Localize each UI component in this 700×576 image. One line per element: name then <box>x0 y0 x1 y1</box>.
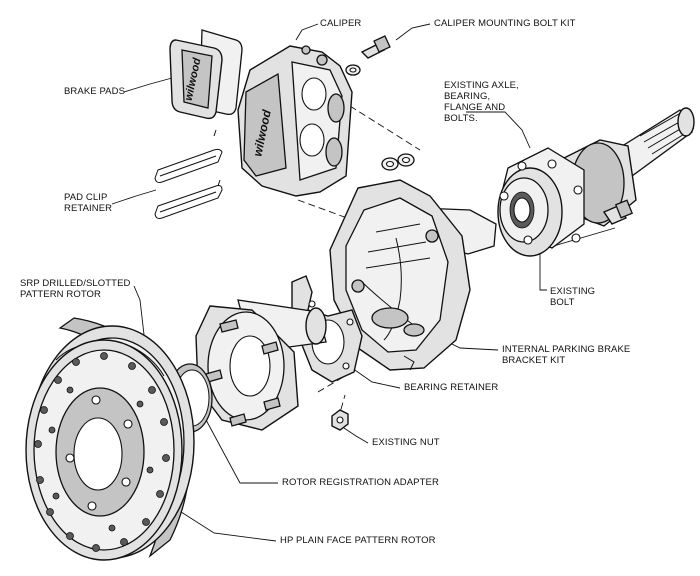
hub-hat <box>195 299 327 431</box>
label-line: EXISTING <box>550 286 596 297</box>
label-bearing-retainer: BEARING RETAINER <box>404 382 499 393</box>
label-line: BOLT <box>550 297 575 308</box>
label-line: BRACKET KIT <box>502 355 566 366</box>
label-srp-rotor: SRP DRILLED/SLOTTED PATTERN ROTOR <box>20 278 130 300</box>
label-line: EXISTING AXLE, <box>444 80 519 91</box>
bearing-retainer <box>291 275 363 383</box>
existing-bolt <box>602 199 634 225</box>
label-line: BOLTS. <box>444 113 478 124</box>
label-caliper-bolt-kit: CALIPER MOUNTING BOLT KIT <box>434 18 576 29</box>
label-brake-pads: BRAKE PADS <box>64 86 126 97</box>
brake-pads: wilwood <box>169 29 243 120</box>
label-line: BEARING, <box>444 91 491 102</box>
label-existing-axle: EXISTING AXLE, BEARING, FLANGE AND BOLTS… <box>444 80 519 124</box>
wheel-studs <box>205 319 281 427</box>
caliper: wilwood <box>237 45 353 197</box>
label-hp-rotor: HP PLAIN FACE PATTERN ROTOR <box>280 535 436 546</box>
label-line: INTERNAL PARKING BRAKE <box>502 344 631 355</box>
hp-rotor <box>25 339 183 561</box>
parking-brake-kit <box>329 179 497 371</box>
label-line: RETAINER <box>64 203 113 214</box>
leader-lines <box>111 23 616 542</box>
label-pad-clip-retainer: PAD CLIP RETAINER <box>64 192 112 214</box>
label-existing-bolt: EXISTING BOLT <box>550 286 595 308</box>
rotor-stud-holes <box>65 395 133 511</box>
label-existing-nut: EXISTING NUT <box>372 437 440 448</box>
existing-axle <box>497 107 695 257</box>
pad-clip-retainer <box>154 129 223 219</box>
label-parking-brake-kit: INTERNAL PARKING BRAKE BRACKET KIT <box>502 344 630 366</box>
label-rotor-registration-adapter: ROTOR REGISTRATION ADAPTER <box>282 477 439 488</box>
label-line: FLANGE AND <box>444 102 506 113</box>
label-line: PAD CLIP <box>64 192 108 203</box>
rotor-drill-holes <box>34 352 170 552</box>
existing-nut <box>331 409 349 431</box>
label-caliper: CALIPER <box>320 18 362 29</box>
label-line: PATTERN ROTOR <box>20 289 101 300</box>
label-line: SRP DRILLED/SLOTTED <box>20 278 131 289</box>
caliper-bolt-kit <box>345 35 415 171</box>
